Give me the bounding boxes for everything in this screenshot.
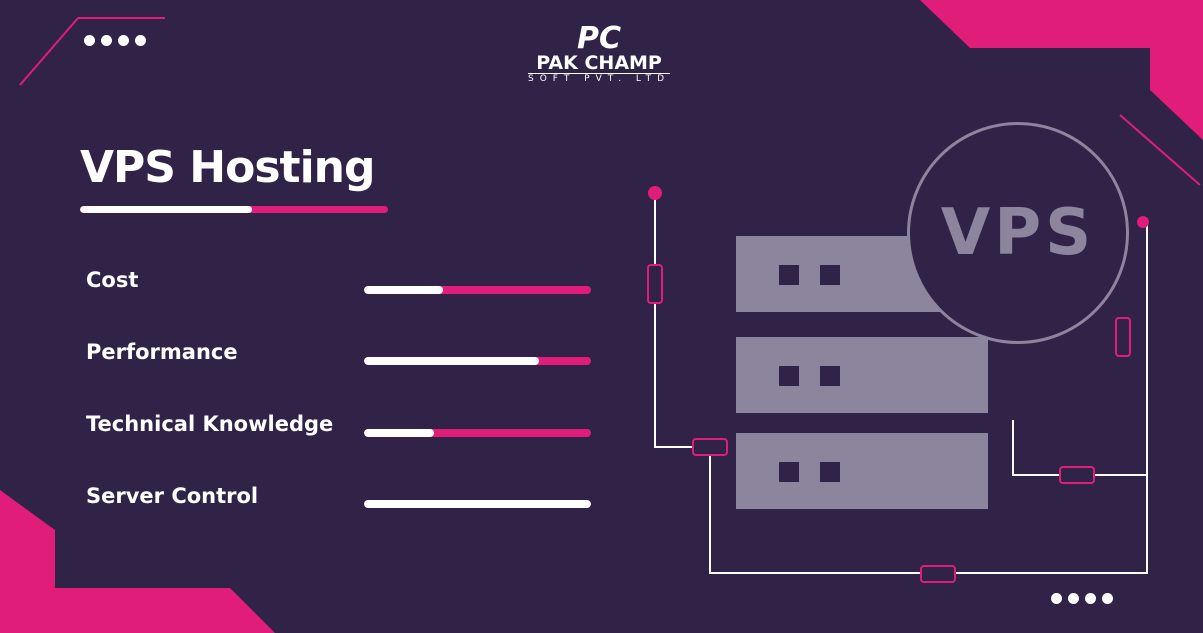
- dots-decoration: [1051, 589, 1119, 608]
- metric-bar-performance: [364, 357, 591, 365]
- metric-label: Cost: [86, 268, 139, 292]
- metric-label: Server Control: [86, 484, 259, 508]
- metric-bar-server-control: [364, 500, 591, 508]
- metric-bar-technical-knowledge: [364, 429, 591, 437]
- title-underline: [80, 206, 388, 213]
- server-unit: [736, 433, 988, 509]
- metric-bar-cost: [364, 286, 591, 294]
- page-title: VPS Hosting: [80, 142, 375, 193]
- server-unit: [736, 337, 988, 413]
- logo: PC PAK CHAMP SOFT PVT. LTD: [528, 21, 671, 84]
- metric-label: Performance: [86, 340, 238, 364]
- vps-badge-text: VPS: [940, 196, 1096, 270]
- dots-decoration: [84, 31, 152, 50]
- metric-label: Technical Knowledge: [86, 412, 334, 436]
- vps-badge: VPS: [907, 122, 1129, 344]
